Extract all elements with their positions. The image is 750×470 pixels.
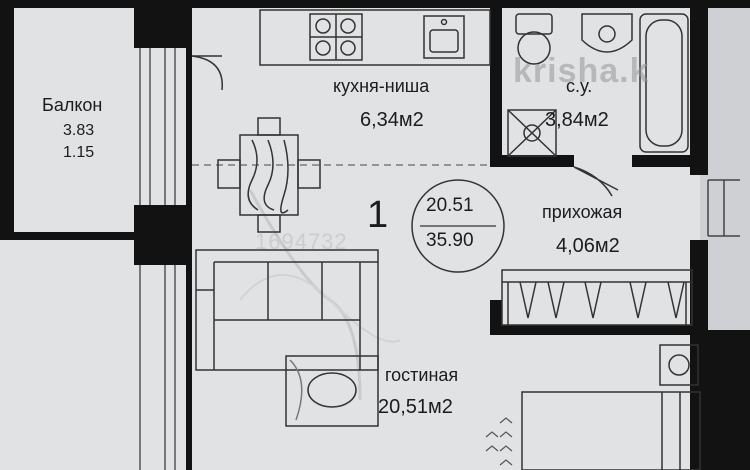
balcony-label: Балкон [42,95,103,115]
wardrobe [501,269,693,326]
bathroom-door [573,166,619,197]
sink-icon [423,15,465,59]
bathroom-label: с.у. [566,76,593,96]
balcony-left-wall [0,0,14,240]
balcony-dim1: 3.83 [63,122,95,139]
balcony-dim2: 1.15 [63,144,95,161]
bathroom-left-wall [490,0,502,166]
kitchen-area: 6,34м2 [360,109,424,131]
coffee-table-rect [285,355,379,427]
balcony-bottom-wall [14,232,134,240]
living-left-wall [186,0,192,470]
sofa-frame [195,249,379,371]
hallway-label: прихожая [542,202,623,222]
coffee-table [285,355,379,427]
sofa [195,249,379,371]
bathroom-bottom-wall-right [632,155,708,167]
chair-left [217,159,241,189]
counter-top [259,9,491,66]
listing-id-watermark: 1694732 [255,229,348,254]
apartment-number: 1 [367,194,389,236]
washbasin-icon [581,13,633,53]
washing-machine-icon [659,344,699,386]
chair-top [257,117,281,136]
toilet-bowl [517,31,551,65]
chair-bottom [257,214,281,233]
shower-drain-icon [507,109,557,157]
bathroom-fixtures [507,13,689,157]
wall-pillar-top [134,0,186,48]
kitchen-counter [259,9,491,66]
wardrobe-frame [501,269,693,326]
dining-table [217,117,321,233]
chair-right [297,159,321,189]
apartment-total-area: 35.90 [426,230,474,251]
bathroom-area: 3,84м2 [545,109,609,131]
bottom-right-fixtures [521,344,701,470]
entrance-door [707,179,740,237]
apartment-area-circle [411,179,505,273]
balcony-door-arc [191,55,223,91]
toilet-tank [515,13,553,35]
hallway-area: 4,06м2 [556,235,620,257]
kitchen-label: кухня-ниша [333,76,430,96]
hallway-bottom-wall [490,325,708,335]
balcony-window [139,48,176,470]
wall-pillar-middle [134,205,186,265]
cabinet-outline [521,391,701,470]
right-black-area [700,330,750,470]
living-label: гостиная [385,365,459,385]
living-area: 20,51м2 [378,396,453,418]
paper-crease [239,274,401,343]
bathtub-icon [639,13,689,153]
top-wall [0,0,750,8]
apartment-living-area: 20.51 [426,195,474,216]
right-wall-top [690,0,708,175]
stair-marks [485,417,513,466]
bathroom-bottom-wall-left [490,155,574,167]
watermark: krisha.k [513,52,650,90]
